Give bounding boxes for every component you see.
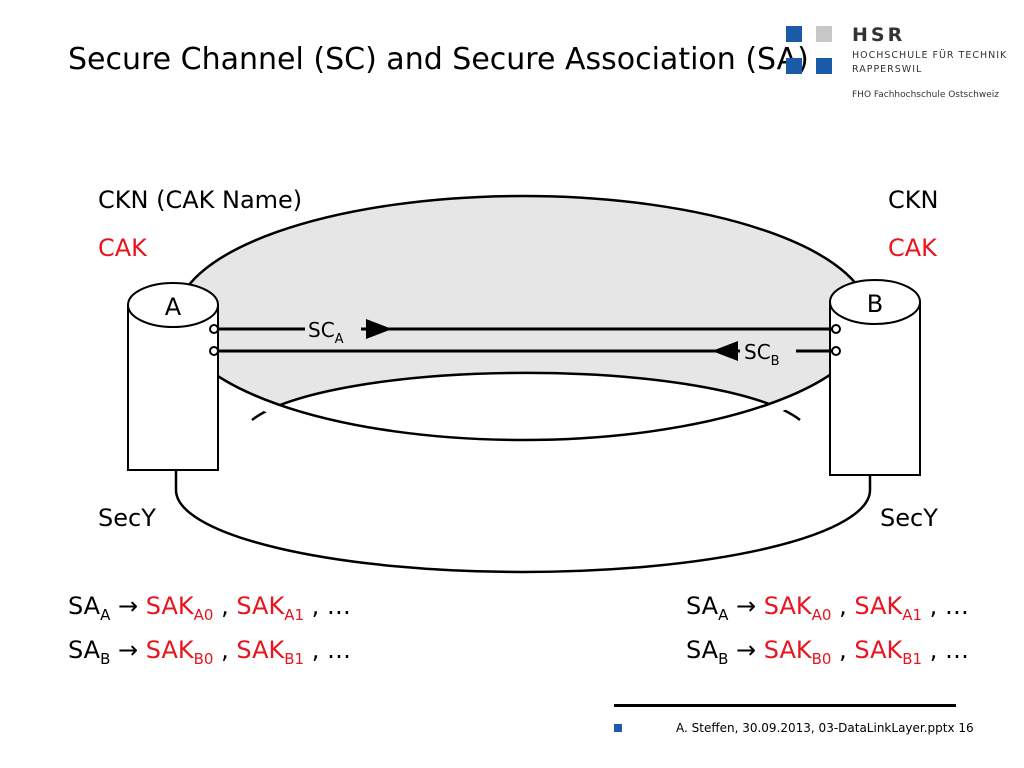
sc-b-arrow-icon [712,341,738,361]
cylinder-b-body [829,301,921,476]
cylinder-b-top [829,279,921,325]
ring-inner-hole [252,372,800,440]
sc-b-end-dot [831,346,841,356]
footer-bullet-icon [614,724,622,732]
logo-square-icon [816,58,832,74]
slide-title: Secure Channel (SC) and Secure Associati… [68,42,809,77]
logo-square-icon [816,26,832,42]
ring-inner-edge [251,371,801,421]
hsr-logo: HSR HOCHSCHULE FÜR TECHNIK RAPPERSWIL FH… [786,24,1016,106]
logo-name: HSR [852,24,906,46]
left-sa-row-a: SAA → SAKA0 , SAKA1 , … [68,592,351,624]
right-cak-label: CAK [888,234,937,262]
logo-square-icon [786,58,802,74]
left-secy-label: SecY [98,504,156,532]
node-a-label: A [165,293,182,321]
left-ckn-label: CKN (CAK Name) [98,186,303,214]
sc-a-start-dot [209,324,219,334]
logo-square-icon [786,26,802,42]
cylinder-a-top [127,282,219,328]
sc-a-arrow-icon [366,319,392,339]
sc-a-label: SCA [308,318,344,347]
left-cak-label: CAK [98,234,147,262]
right-ckn-label: CKN [888,186,939,214]
logo-line-1: HOCHSCHULE FÜR TECHNIK [852,50,1008,61]
node-b-label: B [867,290,883,318]
sc-b-label: SCB [744,340,780,369]
left-sa-row-b: SAB → SAKB0 , SAKB1 , … [68,636,352,668]
sc-a-end-dot [831,324,841,334]
logo-line-2: RAPPERSWIL [852,64,923,75]
sc-b-label-bg [740,336,796,366]
right-sa-row-a: SAA → SAKA0 , SAKA1 , … [686,592,969,624]
footer-text: A. Steffen, 30.09.2013, 03-DataLinkLayer… [676,721,974,735]
right-secy-label: SecY [880,504,938,532]
right-sa-row-b: SAB → SAKB0 , SAKB1 , … [686,636,970,668]
sc-b-start-dot [209,346,219,356]
logo-line-3: FHO Fachhochschule Ostschweiz [852,90,999,100]
sc-a-label-bg [305,314,361,344]
footer-divider [614,704,956,707]
cylinder-a-body [127,304,219,471]
